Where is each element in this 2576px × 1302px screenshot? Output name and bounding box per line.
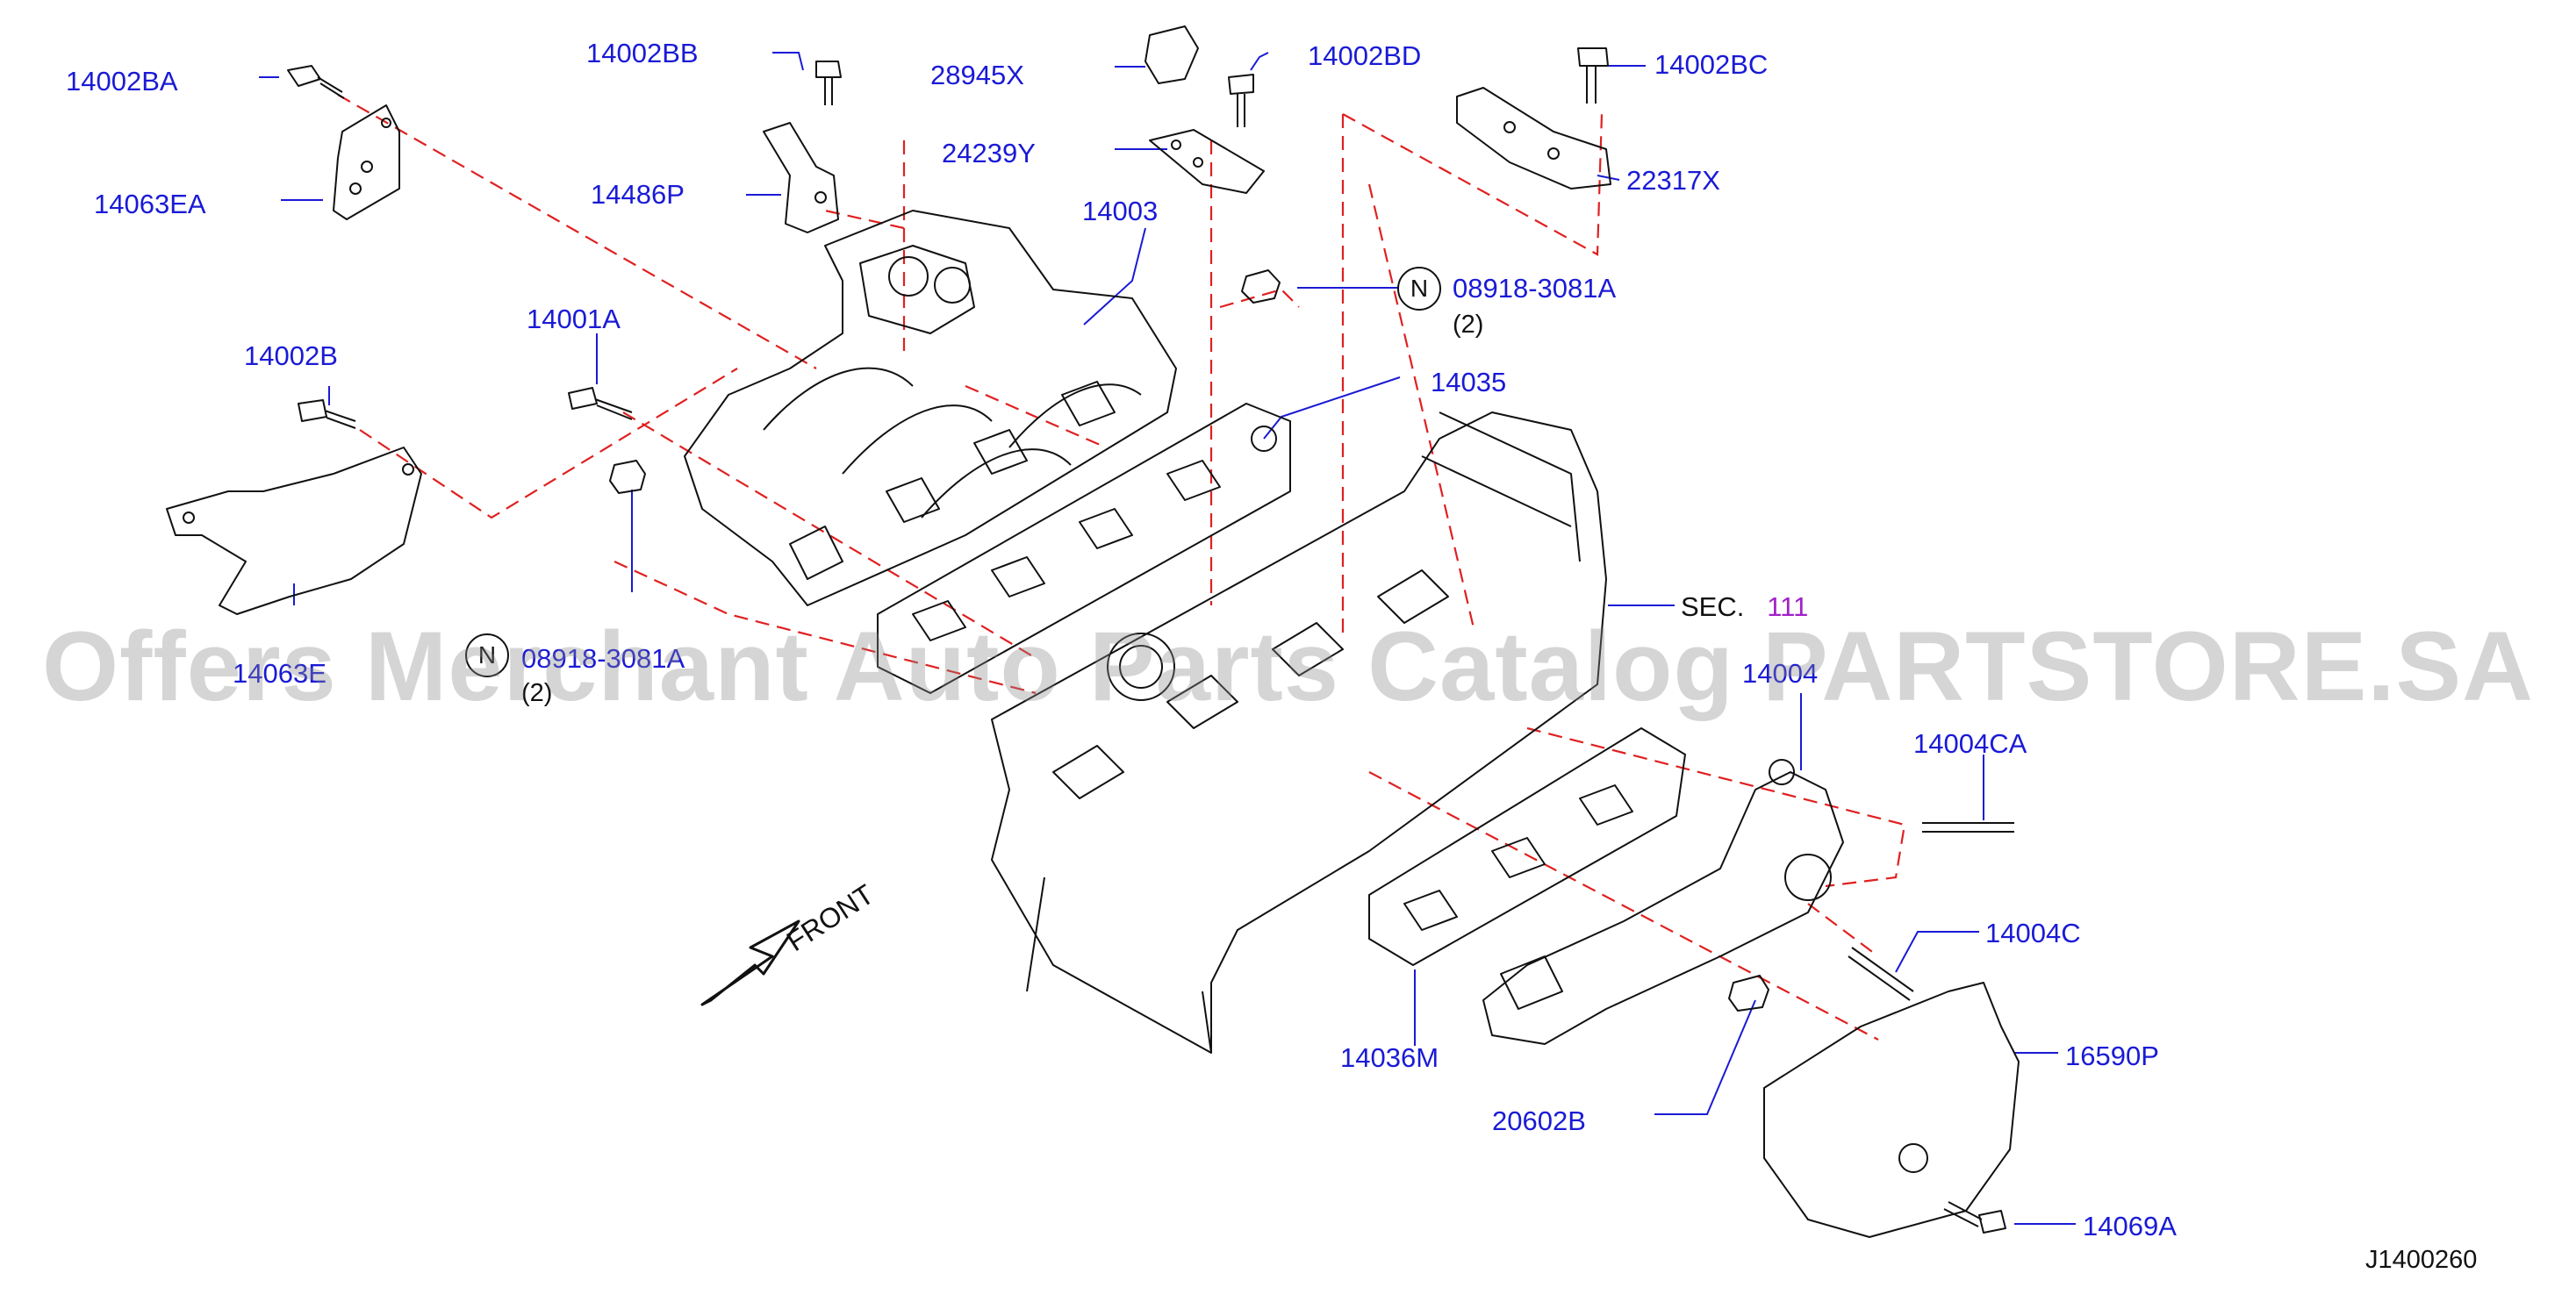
section-ref: SEC. 111 [1681,593,1808,620]
part-label: 24239Y [942,138,1036,168]
part-label: 08918-3081A [521,643,685,674]
phantom-lines [337,94,1906,1041]
part-label: 14002BC [1654,49,1769,80]
part-label: 14002BA [66,66,178,97]
component-outlines [166,25,2020,1238]
part-label: 14063E [233,658,326,689]
section-number[interactable]: 111 [1767,591,1809,622]
nut-marker-icon: N [465,633,509,677]
quantity-note: (2) [1453,311,1484,339]
part-label: 14036M [1340,1042,1439,1073]
part-label: 14002B [244,340,338,371]
part-label: 08918-3081A [1453,273,1617,304]
part-label: 14003 [1082,196,1159,226]
part-label: 14004C [1985,918,2081,948]
part-label: 14002BD [1308,40,1422,71]
part-label: 20602B [1492,1105,1586,1136]
nut-marker-icon: N [1397,267,1441,311]
section-prefix: SEC. [1681,591,1745,622]
leader-lines [259,52,2076,1225]
part-label: 14035 [1431,367,1507,397]
part-label: 16590P [2065,1041,2159,1071]
part-label: 14001A [527,304,621,334]
part-label: 28945X [930,60,1024,90]
part-label: 22317X [1626,165,1720,196]
quantity-note: (2) [521,679,553,707]
part-label: 14069A [2083,1211,2177,1241]
part-label: 14004CA [1913,728,2027,759]
part-label: 14004 [1742,658,1819,689]
part-label: 14002BB [586,38,699,68]
diagram-code: J1400260 [2365,1246,2478,1274]
part-label: 14063EA [94,189,206,219]
watermark: Offers Merchant Auto Parts Catalog PARTS… [41,612,2535,721]
part-label: 14486P [591,179,685,210]
